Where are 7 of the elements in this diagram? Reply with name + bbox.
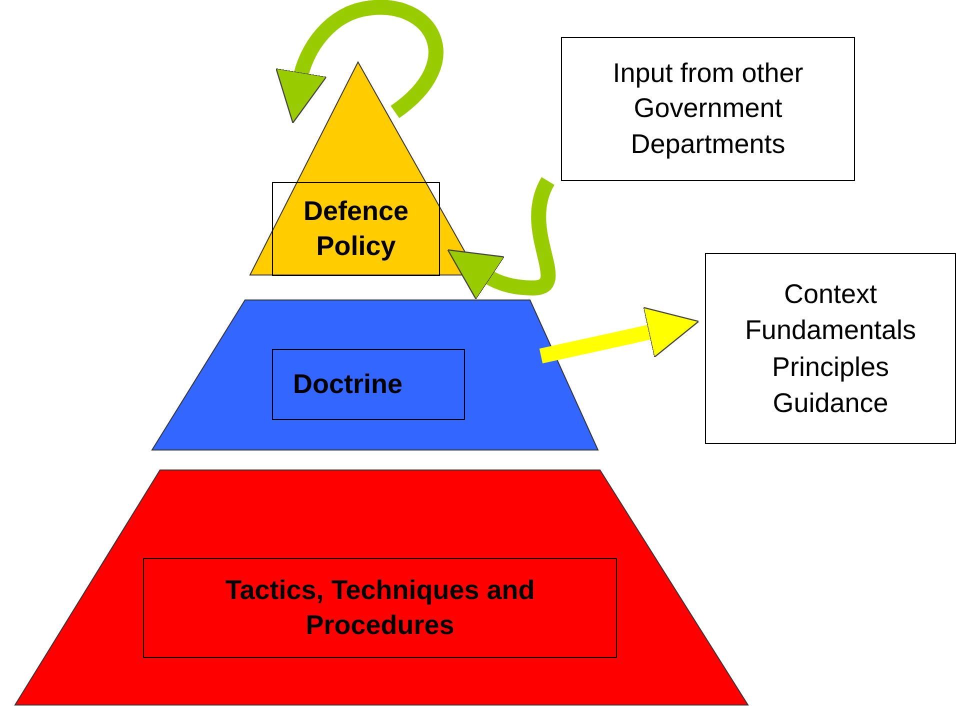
tier-label: Tactics, Techniques and Procedures [143,558,617,658]
tier-label: Defence Policy [272,182,440,276]
text-box: Context Fundamentals Principles Guidance [705,253,956,444]
text-box: Input from other Government Departments [561,37,855,181]
arrow [539,306,700,364]
arrow [276,0,444,124]
tier-label: Doctrine [272,349,465,420]
